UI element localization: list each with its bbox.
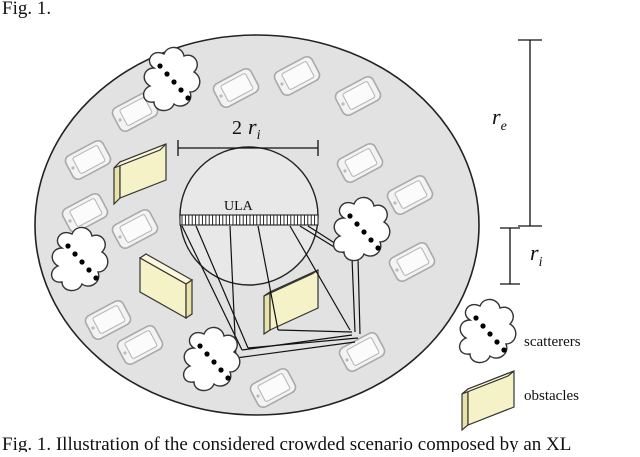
ula-array: [179, 214, 319, 226]
legend-scatterer-icon: [458, 298, 517, 364]
obstacle-panel-icon: [138, 253, 194, 320]
legend-obstacles-label: obstacles: [524, 388, 579, 404]
inner-radius-scale: [500, 227, 520, 285]
legend-scatterers-label: scatterers: [524, 334, 581, 350]
propagation-paths: [181, 225, 361, 359]
diameter-marker: [177, 140, 319, 156]
outer-radius-label: re: [492, 104, 507, 134]
ula-label: ULA: [224, 199, 254, 214]
obstacle-panel-icon: [113, 143, 167, 206]
outer-radius-scale: [518, 39, 542, 227]
figure-caption: Fig. 1. Illustration of the considered c…: [2, 434, 571, 452]
header-text: Fig. 1.: [2, 0, 51, 19]
obstacle-panel-icon: [263, 269, 319, 336]
inner-radius-label: ri: [530, 240, 543, 270]
legend-obstacle-icon: [461, 370, 515, 432]
